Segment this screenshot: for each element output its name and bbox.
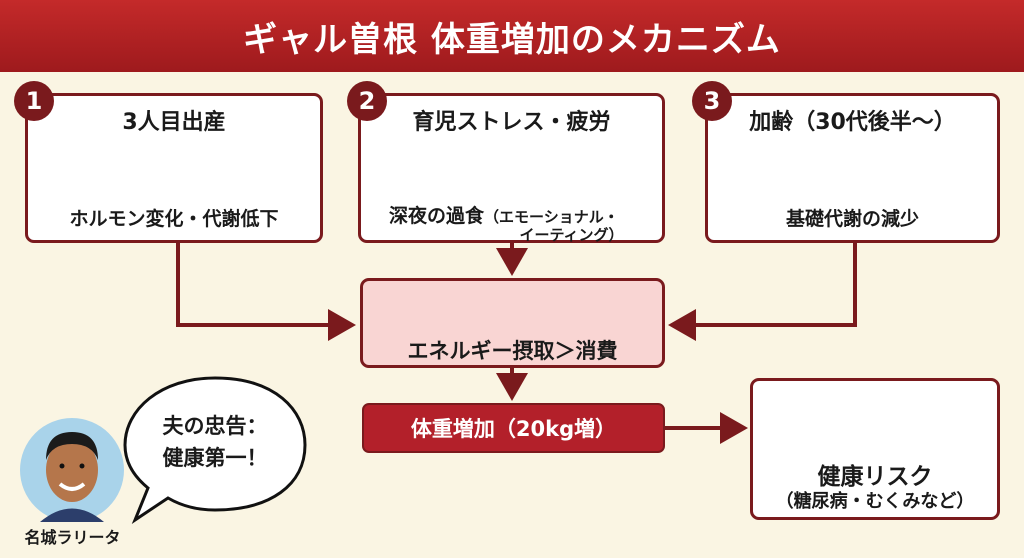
risk-title: 健康リスク — [817, 464, 933, 490]
person-name: 名城ラリータ — [24, 528, 121, 547]
cause-detail-note: （エモーショナル・ — [484, 208, 619, 226]
step-number-badge: 3 — [692, 81, 732, 121]
advice-line: 夫の忠告： — [162, 414, 268, 438]
avatar — [20, 418, 124, 522]
advice-text: 夫の忠告： 健康第一！ — [150, 410, 280, 474]
step-number-badge: 1 — [14, 81, 54, 121]
title-banner: ギャル曽根 体重増加のメカニズム — [0, 0, 1024, 72]
cause-title: 加齢（30代後半〜） — [749, 110, 956, 135]
cause-detail: 深夜の過食 — [389, 205, 485, 227]
risk-detail: （糖尿病・むくみなど） — [775, 491, 975, 512]
energy-balance-label: エネルギー摂取＞消費 — [407, 339, 618, 363]
cause-title: 育児ストレス・疲労 — [412, 110, 611, 135]
cause-title: 3人目出産 — [122, 110, 226, 135]
cause-box-1: 3人目出産 ホルモン変化・代謝低下 — [25, 93, 323, 243]
cause-box-2: 育児ストレス・疲労 深夜の過食（エモーショナル・ イーティング） — [358, 93, 665, 244]
cause-box-3: 加齢（30代後半〜） 基礎代謝の減少 — [705, 93, 1000, 243]
weight-gain-box: 体重増加（20kg増） — [362, 403, 665, 453]
cause-detail: ホルモン変化・代謝低下 — [69, 208, 279, 230]
cause-detail: 基礎代謝の減少 — [785, 208, 919, 230]
energy-balance-box: エネルギー摂取＞消費 — [360, 278, 665, 368]
step-number-badge: 2 — [347, 81, 387, 121]
weight-gain-label: 体重増加（20kg増） — [410, 417, 617, 441]
health-risk-box: 健康リスク （糖尿病・むくみなど） — [750, 378, 1000, 520]
advice-line: 健康第一！ — [162, 446, 268, 470]
arrow-cause1 — [176, 243, 356, 341]
arrow-cause3 — [668, 243, 857, 341]
cause-detail-note: イーティング） — [519, 226, 624, 244]
page-title: ギャル曽根 体重増加のメカニズム — [243, 19, 781, 60]
